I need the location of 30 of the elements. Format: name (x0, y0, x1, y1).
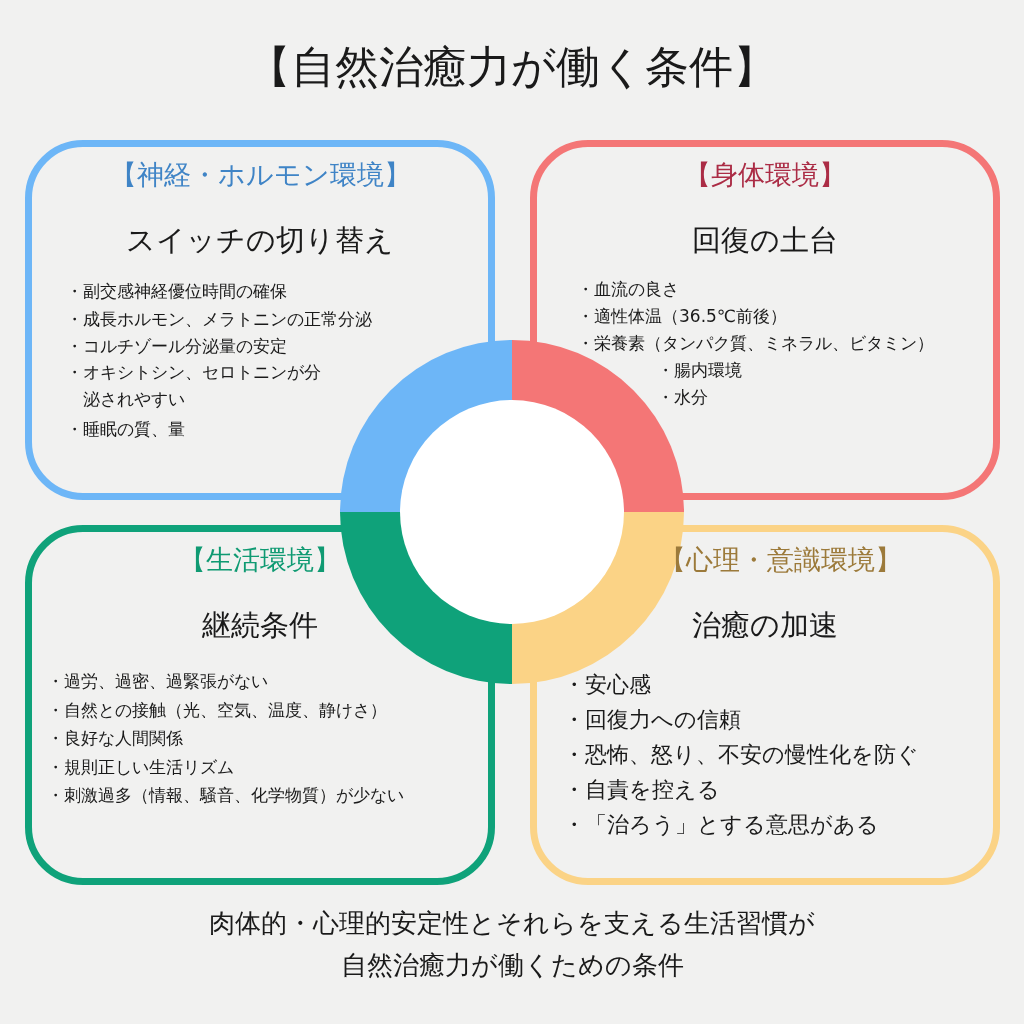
panel-subtitle: 治癒の加速 (691, 607, 839, 644)
panel-heading: 【生活環境】 (178, 543, 342, 577)
title: 【自然治癒力が働く条件】 (246, 40, 778, 94)
panel-heading: 【心理・意識環境】 (657, 543, 903, 577)
bullet-item: ・刺激過多（情報、騒音、化学物質）が少ない (47, 784, 404, 807)
bullet-item: ・自然との接触（光、空気、温度、静けさ） (47, 698, 387, 722)
bullet-item: ・安心感 (563, 671, 651, 699)
bullet-item: ・「治ろう」とする意思がある (563, 811, 879, 839)
bullet-item: ・過労、過密、過緊張がない (47, 670, 268, 693)
bullet-item: ・睡眠の質、量 (66, 417, 185, 441)
panel-subtitle: 回復の土台 (691, 222, 839, 259)
bullet-item: ・栄養素（タンパク質、ミネラル、ビタミン） (577, 332, 934, 355)
panel-subtitle: スイッチの切り替え (125, 222, 395, 259)
bullet-item: ・腸内環境 (657, 359, 742, 382)
bullet-item: ・副交感神経優位時間の確保 (66, 280, 287, 303)
bullet-item: ・回復力への信頼 (563, 706, 741, 734)
bullet-item: ・水分 (657, 386, 708, 409)
bullet-item: ・良好な人間関係 (47, 727, 183, 750)
bullet-item: ・成長ホルモン、メラトニンの正常分泌 (66, 307, 372, 331)
bullet-item: ・規則正しい生活リズム (47, 755, 234, 779)
panel-subtitle: 継続条件 (201, 607, 319, 644)
bullet-item: ・自責を控える (563, 776, 720, 804)
bullet-item: ・コルチゾール分泌量の安定 (66, 335, 287, 358)
caption: 肉体的・心理的安定性とそれらを支える生活習慣が自然治癒力が働くための条件 (208, 907, 816, 982)
bullet-item: ・適性体温（36.5℃前後） (577, 305, 787, 328)
panel-heading: 【神経・ホルモン環境】 (108, 158, 412, 192)
panel-heading: 【身体環境】 (683, 158, 847, 192)
bullet-item: ・オキシトシン、セロトニンが分泌されやすい (66, 360, 322, 411)
bullet-item: ・血流の良さ (577, 278, 679, 301)
bullet-item: ・恐怖、怒り、不安の慢性化を防ぐ (563, 741, 919, 769)
